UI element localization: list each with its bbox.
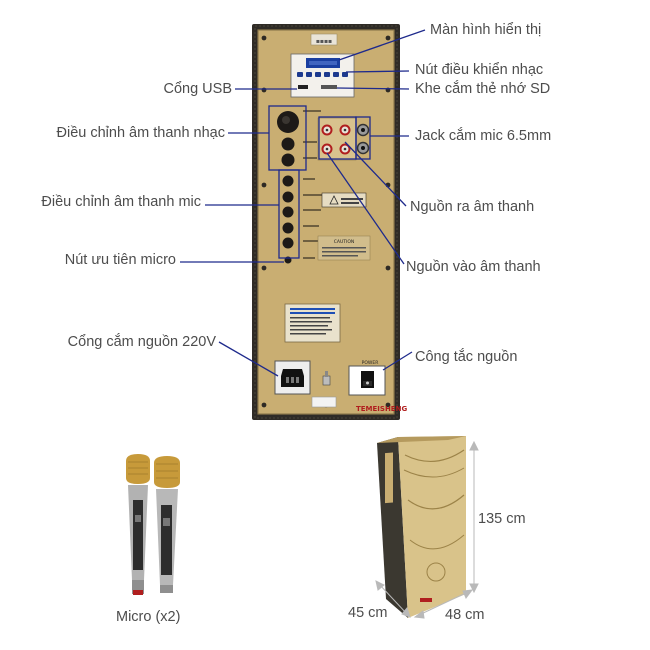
svg-text:▪▪▪▪: ▪▪▪▪ xyxy=(316,38,332,45)
speaker-unit xyxy=(377,436,466,618)
label-depth: 45 cm xyxy=(348,605,388,621)
label-width: 48 cm xyxy=(445,607,485,623)
label-mic-jack: Jack cắm mic 6.5mm xyxy=(415,128,552,144)
mic-adjust-box xyxy=(278,169,300,259)
label-micro: Micro (x2) xyxy=(116,609,181,625)
callout-boxes xyxy=(268,105,371,259)
label-mic-sound-adjust: Điều chỉnh âm thanh mic xyxy=(41,194,201,210)
mic-jacks xyxy=(356,123,370,155)
power-label: POWER xyxy=(362,360,379,366)
panel-screws xyxy=(261,35,391,408)
power-switch: POWER xyxy=(348,360,386,396)
fuse-holder xyxy=(322,371,331,386)
spec-plate xyxy=(284,303,341,343)
bottom-stickers: TEMEISHENG xyxy=(311,396,407,413)
display-module xyxy=(290,53,355,98)
label-power-port: Cổng cắm nguồn 220V xyxy=(67,334,216,350)
label-audio-out: Nguồn ra âm thanh xyxy=(410,199,535,215)
label-music-sound-adjust: Điều chỉnh âm thanh nhạc xyxy=(56,125,225,141)
caution-text: CAUTION xyxy=(334,239,355,245)
dimension-lines xyxy=(375,440,479,619)
brand-text: TEMEISHENG xyxy=(356,405,407,413)
mic-jack-box xyxy=(355,116,371,160)
control-knobs xyxy=(277,111,299,264)
label-music-controls: Nút điều khiển nhạc xyxy=(415,62,544,78)
microphones xyxy=(126,454,180,595)
power-socket xyxy=(274,360,311,395)
music-control-buttons xyxy=(297,72,348,77)
label-sd-slot: Khe cắm thẻ nhớ SD xyxy=(415,81,551,97)
rca-jacks xyxy=(317,117,357,161)
label-power-switch: Công tắc nguồn xyxy=(415,349,518,365)
panel-fine-print xyxy=(303,110,327,259)
callout-lines xyxy=(180,29,426,377)
microphone-left xyxy=(126,454,150,595)
usb-slot xyxy=(298,85,308,89)
warning-label: CAUTION xyxy=(317,192,371,261)
microphone-right xyxy=(154,456,180,593)
sd-slot xyxy=(321,85,337,89)
label-usb-port: Cổng USB xyxy=(163,81,232,97)
label-height: 135 cm xyxy=(478,511,526,527)
label-mic-priority: Nút ưu tiên micro xyxy=(64,252,176,268)
label-display-screen: Màn hình hiển thị xyxy=(430,22,542,38)
label-audio-in: Nguồn vào âm thanh xyxy=(406,259,541,275)
